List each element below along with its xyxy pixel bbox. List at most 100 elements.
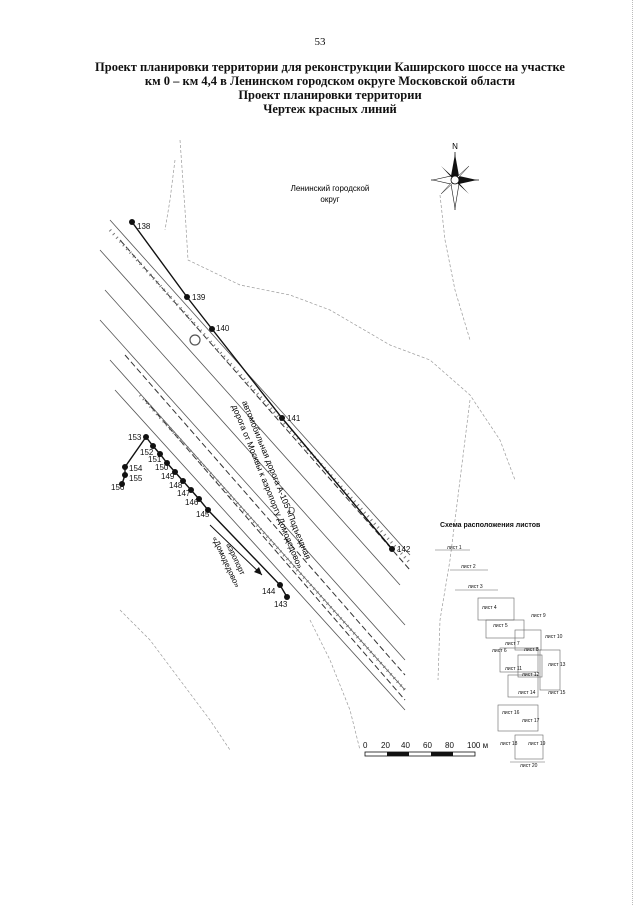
title-line-2: км 0 – км 4,4 в Ленинском городском окру… xyxy=(144,74,516,88)
road-label-group: автомобильная дорога А-105 «Подъездная д… xyxy=(230,399,313,570)
contour-line xyxy=(439,194,471,341)
highway-edge xyxy=(99,319,406,661)
point-156-dot xyxy=(119,481,125,487)
point-labels: 138 139 140 141 142 143 144 145 146 147 … xyxy=(111,222,411,609)
point-142-dot xyxy=(389,546,395,552)
hatch-strip xyxy=(138,393,407,692)
document-title: Проект планировки территории для реконст… xyxy=(60,60,600,116)
direction-arrow-head xyxy=(254,567,262,575)
scale-bar-segment xyxy=(387,752,409,756)
north-arrow-icon: N xyxy=(431,142,479,210)
point-147-dot xyxy=(188,487,194,493)
district-label: Ленинский городской xyxy=(291,184,370,193)
district-label-2: округ xyxy=(320,195,339,204)
title-line-3: Проект планировки территории xyxy=(238,88,422,102)
point-label-138: 138 xyxy=(137,222,151,231)
point-label-142: 142 xyxy=(397,545,411,554)
roundabout-marker xyxy=(189,334,201,346)
point-155-dot xyxy=(122,472,128,478)
sheet-scheme: Схема расположения листов лист 1 лист 2 … xyxy=(435,522,566,769)
highway-edge xyxy=(114,389,406,711)
sheet-label: лист 16 xyxy=(502,710,520,716)
road-label: автомобильная дорога А-105 «Подъездная xyxy=(240,399,313,561)
sheet-labels: лист 1 лист 2 лист 3 лист 4 лист 5 лист … xyxy=(447,545,566,769)
red-line-north xyxy=(131,221,393,550)
title-line-1: Проект планировки территории для реконст… xyxy=(95,60,565,74)
scale-label: 60 xyxy=(423,741,432,750)
point-label-140: 140 xyxy=(216,324,230,333)
direction-arrow-line xyxy=(209,524,263,576)
hatch-strip xyxy=(108,228,412,565)
km-marker: D xyxy=(288,506,295,517)
sheet-label: лист 17 xyxy=(522,718,540,724)
sheet-label: лист 10 xyxy=(545,634,563,640)
sheet-label: лист 2 xyxy=(461,564,476,570)
sheet-label: лист 9 xyxy=(531,613,546,619)
point-146-dot xyxy=(196,496,202,502)
boundary-points xyxy=(119,219,395,600)
point-152-dot xyxy=(150,443,156,449)
scale-label: 100 м xyxy=(467,741,488,750)
sheet-label: лист 13 xyxy=(548,662,566,668)
point-label-143: 143 xyxy=(274,600,288,609)
point-139-dot xyxy=(184,294,190,300)
point-label-148: 148 xyxy=(169,481,183,490)
contour-line xyxy=(309,619,361,751)
scale-label: 40 xyxy=(401,741,410,750)
page-number: 53 xyxy=(314,36,326,48)
sheet-label: лист 3 xyxy=(468,584,483,590)
contour-line xyxy=(437,399,471,681)
contour-line xyxy=(119,609,231,751)
sheet-label: лист 5 xyxy=(493,623,508,629)
sheet-label: лист 6 xyxy=(492,648,507,654)
scale-bar: 0 20 40 60 80 100 м xyxy=(363,741,488,757)
contour-line xyxy=(164,159,176,231)
point-151-dot xyxy=(157,451,163,457)
point-label-145: 145 xyxy=(196,510,210,519)
point-141-dot xyxy=(279,415,285,421)
point-150-dot xyxy=(164,460,170,466)
point-153-dot xyxy=(143,434,149,440)
point-149-dot xyxy=(172,469,178,475)
title-line-4: Чертеж красных линий xyxy=(263,102,397,116)
point-label-141: 141 xyxy=(287,414,301,423)
point-154-dot xyxy=(122,464,128,470)
point-label-154: 154 xyxy=(129,464,143,473)
sheet-label: лист 15 xyxy=(548,690,566,696)
point-140-dot xyxy=(209,326,215,332)
scale-label: 20 xyxy=(381,741,390,750)
sheet-label: лист 19 xyxy=(528,741,546,747)
sheet-label: лист 20 xyxy=(520,763,538,769)
point-143-dot xyxy=(284,594,290,600)
point-144-dot xyxy=(277,582,283,588)
scale-bar-segment xyxy=(431,752,453,756)
point-label-146: 146 xyxy=(185,498,199,507)
scale-label: 0 xyxy=(363,741,368,750)
highway-axis xyxy=(144,399,406,701)
point-138-dot xyxy=(129,219,135,225)
district-boundary xyxy=(179,139,516,481)
highway-axis xyxy=(119,239,411,571)
north-label: N xyxy=(452,142,458,151)
highway-edge xyxy=(99,249,401,586)
sheet-label: лист 8 xyxy=(524,647,539,653)
point-label-144: 144 xyxy=(262,587,276,596)
sheet-label: лист 7 xyxy=(505,641,520,647)
highway-edge xyxy=(104,289,406,626)
point-label-139: 139 xyxy=(192,293,206,302)
point-145-dot xyxy=(205,507,211,513)
point-label-155: 155 xyxy=(129,474,143,483)
sheet-label: лист 18 xyxy=(500,741,518,747)
hatched-border xyxy=(108,228,412,692)
sheet-outlines xyxy=(435,549,561,763)
point-148-dot xyxy=(180,478,186,484)
red-line-west xyxy=(121,436,147,485)
sheet-label: лист 1 xyxy=(447,545,462,551)
airport-label-group: аэропорт «Домодедово» xyxy=(210,535,247,589)
highway-axis xyxy=(124,354,406,676)
point-label-151: 151 xyxy=(148,455,162,464)
scale-label: 80 xyxy=(445,741,454,750)
highway-dashed-lines xyxy=(119,239,411,701)
sheet-label: лист 14 xyxy=(518,690,536,696)
